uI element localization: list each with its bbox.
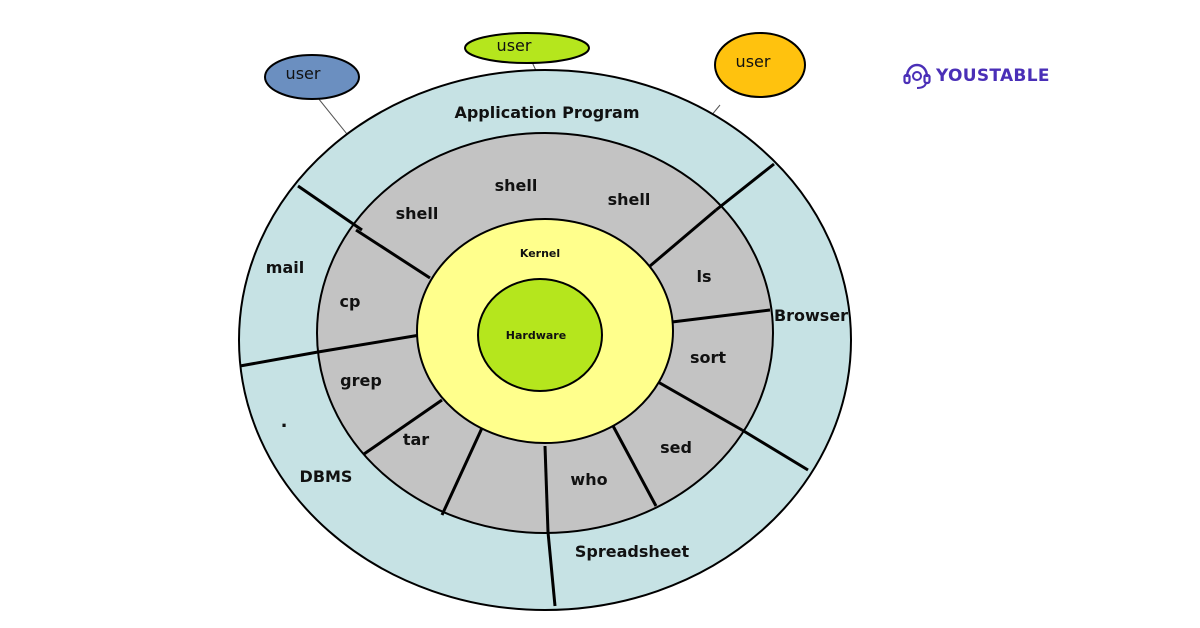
- shell-ring-divider: [657, 380, 743, 432]
- app-ring-divider: [546, 531, 557, 607]
- shell-label: shell: [495, 176, 538, 195]
- user-bubble: [714, 32, 806, 98]
- app-ring-divider: [715, 162, 775, 212]
- command-label-sed: sed: [660, 438, 692, 457]
- user-label: user: [497, 36, 532, 55]
- headset-icon: [903, 63, 931, 89]
- hardware-label: Hardware: [506, 329, 566, 342]
- shell-ring-divider: [440, 427, 484, 516]
- app-label-spreadsheet: Spreadsheet: [575, 542, 690, 561]
- app-label-dot: .: [281, 411, 288, 432]
- shell-ring-divider: [610, 423, 658, 507]
- command-label-who: who: [570, 470, 607, 489]
- brand-name: YOUSTABLE: [936, 66, 1050, 86]
- command-label-grep: grep: [340, 371, 382, 390]
- application-program-title: Application Program: [454, 103, 639, 122]
- command-label-cp: cp: [340, 292, 361, 311]
- app-ring-divider: [741, 428, 809, 472]
- command-label-ls: ls: [696, 267, 711, 286]
- user-bubble: [264, 54, 360, 100]
- app-label-dbms: DBMS: [300, 467, 353, 486]
- hardware-circle: [477, 278, 603, 392]
- user-bubble: [464, 32, 590, 64]
- shell-ring-divider: [671, 308, 771, 324]
- user-label: user: [286, 64, 321, 83]
- command-label-tar: tar: [403, 430, 429, 449]
- command-label-sort: sort: [690, 348, 726, 367]
- shell-ring-divider: [649, 208, 717, 268]
- shell-ring-divider: [317, 333, 421, 354]
- shell-ring-divider: [543, 445, 550, 533]
- app-label-browser: Browser: [774, 306, 848, 325]
- app-label-mail: mail: [266, 258, 304, 277]
- brand-logo: YOUSTABLE: [902, 62, 1050, 90]
- kernel-label: Kernel: [520, 247, 560, 260]
- shell-label: shell: [608, 190, 651, 209]
- user-label: user: [736, 52, 771, 71]
- app-ring-divider: [297, 184, 363, 232]
- shell-label: shell: [396, 204, 439, 223]
- shell-ring-divider: [355, 228, 431, 280]
- shell-ring-divider: [363, 398, 443, 456]
- app-ring-divider: [239, 350, 319, 368]
